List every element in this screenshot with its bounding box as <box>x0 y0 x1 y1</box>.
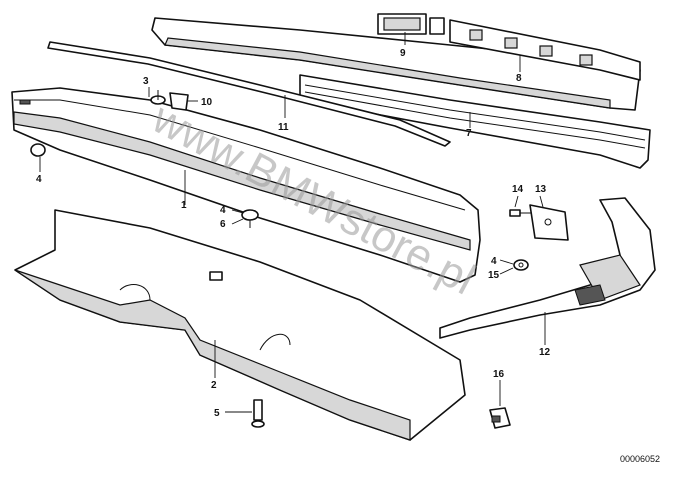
callout-6: 6 <box>220 219 226 230</box>
callout-13: 13 <box>535 184 547 195</box>
diagram-code: 00006052 <box>620 454 660 464</box>
callout-11: 11 <box>278 122 289 133</box>
callout-5: 5 <box>214 408 220 419</box>
part-10-clip <box>169 92 189 111</box>
callout-3: 3 <box>143 76 149 87</box>
callout-9: 9 <box>400 48 406 59</box>
callout-7: 7 <box>466 128 472 139</box>
part-2-lower-valance <box>14 209 466 441</box>
part-3-fastener <box>150 90 166 105</box>
callout-4-right: 4 <box>491 256 497 267</box>
callout-4-middle: 4 <box>220 205 226 216</box>
callout-8: 8 <box>516 73 522 84</box>
callout-4-left: 4 <box>36 174 42 185</box>
callout-1: 1 <box>181 200 187 211</box>
callout-15: 15 <box>488 270 500 281</box>
part-12-side-end <box>439 197 656 339</box>
part-9-bumper-beam <box>151 13 641 111</box>
part-14-screw <box>509 209 532 217</box>
callout-12: 12 <box>539 347 551 358</box>
part-6-fastener <box>241 209 259 228</box>
part-1-bumper-cover <box>11 87 481 283</box>
callout-14: 14 <box>512 184 524 195</box>
callout-2: 2 <box>211 380 217 391</box>
leader-lines <box>39 32 546 413</box>
part-8-bumper-bracket <box>449 19 641 81</box>
callout-10: 10 <box>201 97 213 108</box>
callout-16: 16 <box>493 369 505 380</box>
part-15-washer <box>513 259 529 271</box>
part-13-bracket <box>529 204 569 241</box>
part-11-moulding <box>47 41 451 147</box>
part-4-grommet-left <box>30 143 46 157</box>
part-16-clip <box>489 407 511 429</box>
part-5-bolt <box>251 399 265 428</box>
